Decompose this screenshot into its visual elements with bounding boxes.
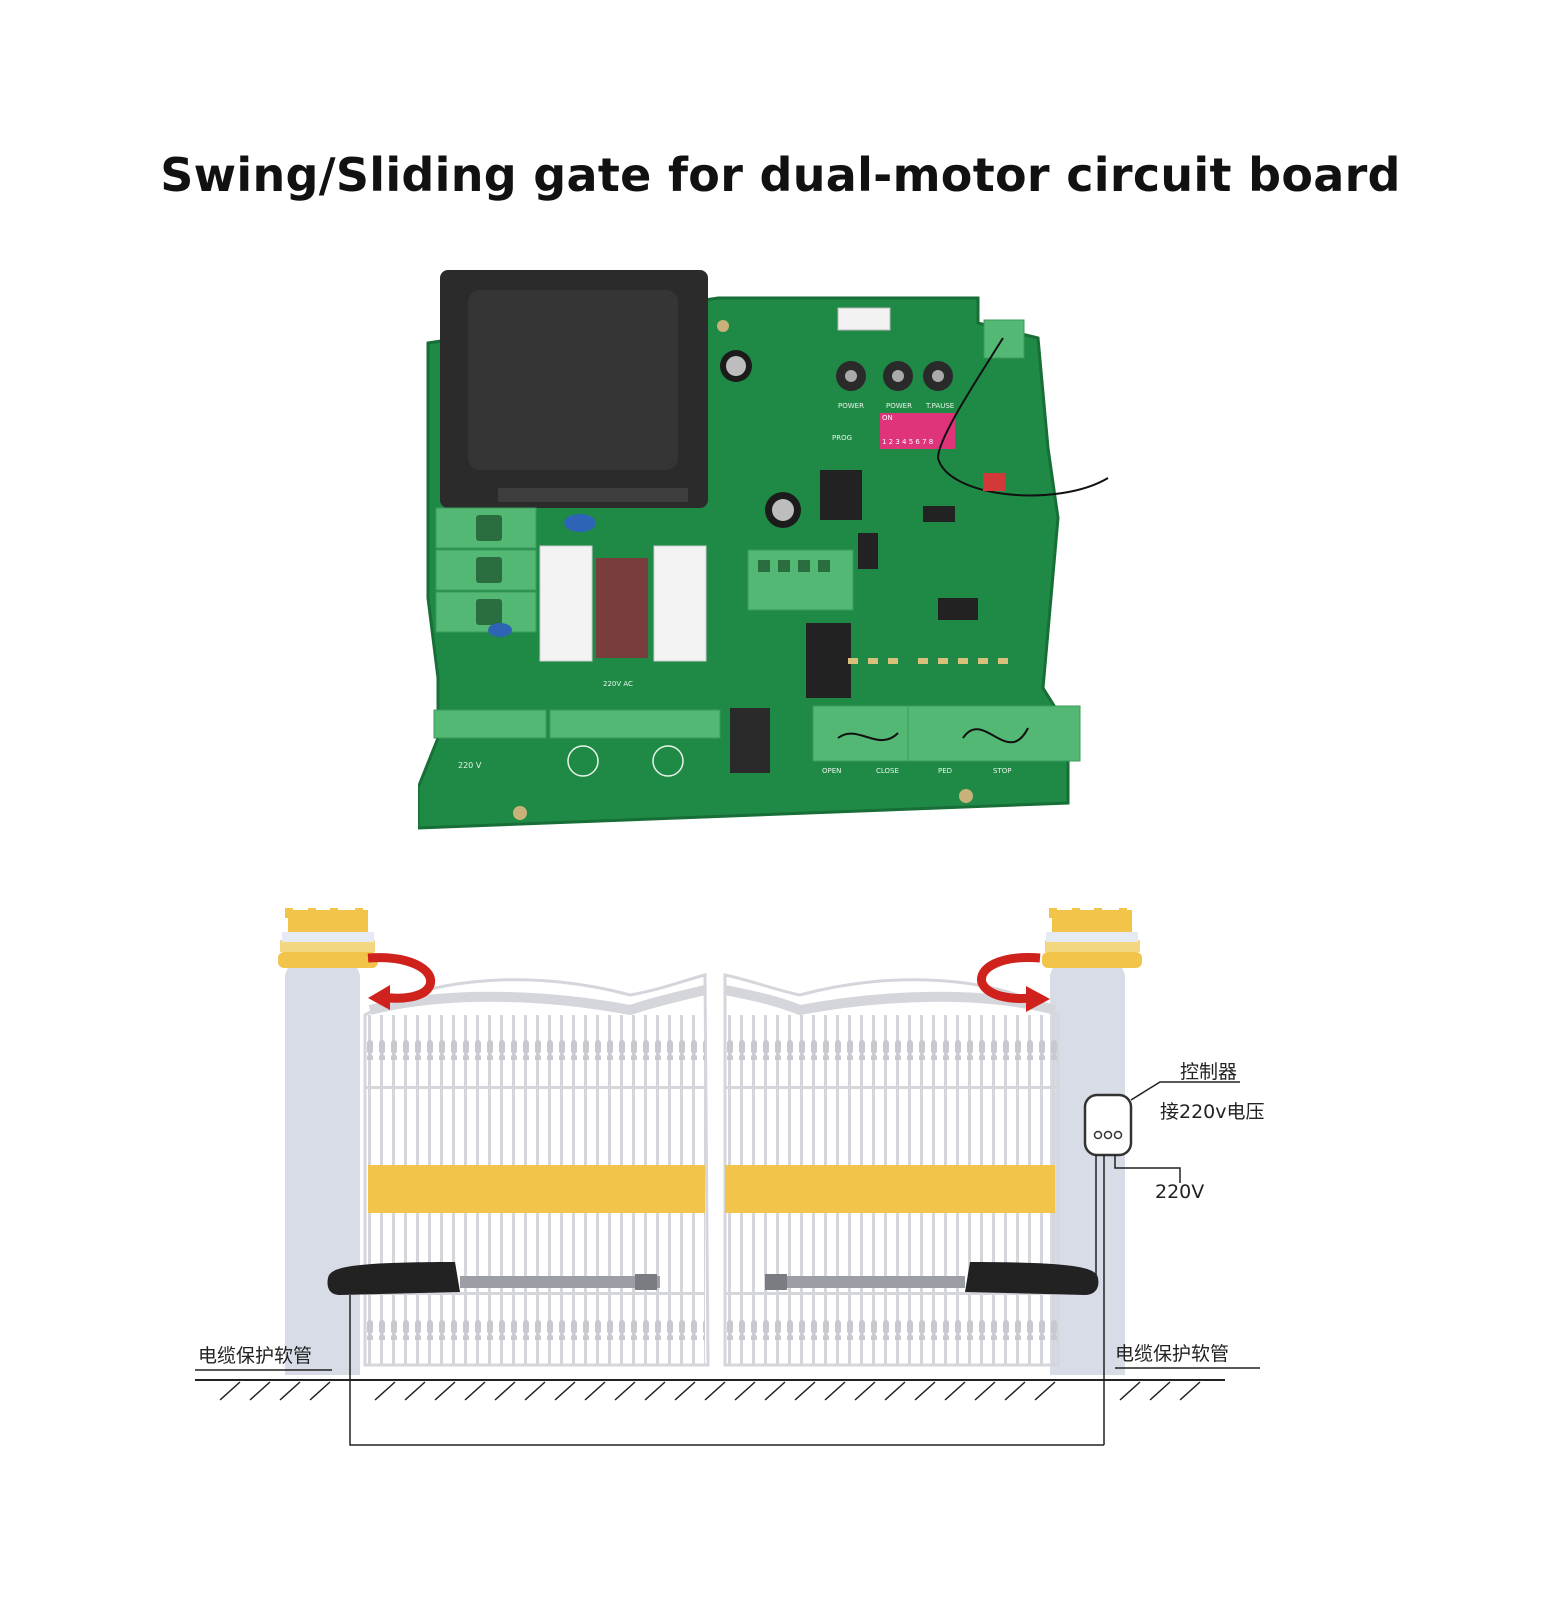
circuit-board-svg: POWER POWER T.PAUSE ON 1 2 3 4 5 6 7 8 P… bbox=[416, 270, 1109, 830]
capacitor bbox=[488, 623, 512, 637]
motor-symbol-icon bbox=[567, 745, 599, 777]
right-actuator bbox=[765, 1262, 1099, 1295]
mount-hole bbox=[717, 320, 729, 332]
circuit-board-image: POWER POWER T.PAUSE ON 1 2 3 4 5 6 7 8 P… bbox=[416, 268, 1118, 848]
dip-numbers: 1 2 3 4 5 6 7 8 bbox=[882, 438, 933, 446]
terminal-label: STOP bbox=[993, 767, 1011, 775]
left-conduit-label: 电缆保护软管 bbox=[198, 1345, 312, 1367]
relay bbox=[596, 558, 648, 658]
gate-diagram-svg: 控制器 接220v电压 220V 电缆保护软管 电缆保护软管 bbox=[195, 908, 1265, 1446]
gold-band bbox=[368, 1165, 705, 1213]
input-terminal bbox=[812, 705, 909, 762]
pot-label: T.PAUSE bbox=[925, 402, 954, 410]
pot-label: POWER bbox=[886, 402, 912, 410]
header-connector bbox=[837, 307, 891, 331]
dip-label: ON bbox=[882, 414, 893, 422]
terminal-label: 220 V bbox=[458, 761, 482, 770]
page-title: Swing/Sliding gate for dual-motor circui… bbox=[160, 148, 1401, 202]
chip bbox=[923, 506, 955, 522]
chip bbox=[820, 470, 862, 520]
left-rotation-arrow-icon bbox=[367, 953, 436, 1010]
controller-label: 控制器 bbox=[1180, 1061, 1237, 1083]
terminal-label: OPEN bbox=[822, 767, 841, 775]
wire bbox=[1092, 1155, 1097, 1281]
motor-terminal bbox=[433, 709, 547, 739]
pot-label: POWER bbox=[838, 402, 864, 410]
voltage-label: 接220v电压 bbox=[1160, 1101, 1265, 1123]
power-label: 220V bbox=[1155, 1181, 1204, 1203]
mount-hole bbox=[513, 806, 527, 820]
chip bbox=[858, 533, 878, 569]
signal-terminal bbox=[747, 549, 854, 611]
motor-symbol-icon bbox=[652, 745, 684, 777]
gold-band bbox=[725, 1165, 1055, 1213]
chip bbox=[938, 598, 978, 620]
ground-hatch bbox=[219, 1381, 1201, 1401]
controller-box bbox=[1083, 1093, 1133, 1157]
right-rotation-arrow-icon bbox=[977, 953, 1050, 1012]
relay bbox=[539, 545, 593, 662]
rf-module-part bbox=[983, 473, 1005, 491]
terminal-label: CLOSE bbox=[876, 767, 899, 775]
controller-leader bbox=[1130, 1081, 1240, 1101]
antenna-terminal bbox=[983, 319, 1025, 359]
motor-terminal bbox=[549, 709, 721, 739]
input-terminal bbox=[907, 705, 1081, 762]
capacitor bbox=[564, 514, 596, 532]
inductor bbox=[730, 708, 770, 773]
power-leader bbox=[1114, 1155, 1181, 1183]
gate-diagram: 控制器 接220v电压 220V 电缆保护软管 电缆保护软管 bbox=[160, 900, 1320, 1520]
right-gate-leaf bbox=[723, 973, 1060, 1367]
wire bbox=[349, 1295, 1104, 1446]
terminal-label: PED bbox=[938, 767, 952, 775]
left-actuator bbox=[327, 1262, 660, 1295]
prog-label: PROG bbox=[832, 434, 852, 442]
terminal-label: 220V AC bbox=[603, 680, 633, 688]
antenna-wire bbox=[936, 337, 1109, 497]
right-conduit-label: 电缆保护软管 bbox=[1115, 1343, 1229, 1365]
left-pillar bbox=[278, 908, 378, 1375]
left-gate-leaf bbox=[363, 973, 710, 1367]
mount-hole bbox=[959, 789, 973, 803]
chip bbox=[806, 623, 851, 698]
relay bbox=[653, 545, 707, 662]
